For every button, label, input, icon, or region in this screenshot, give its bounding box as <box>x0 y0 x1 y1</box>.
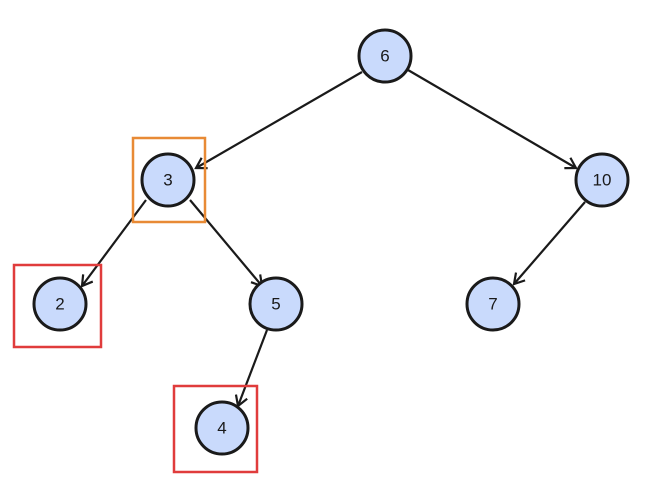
node-7-label: 7 <box>488 295 497 314</box>
node-3: 3 <box>140 152 196 208</box>
node-10-label: 10 <box>593 171 612 190</box>
edge-6-3 <box>194 71 363 170</box>
highlight-box-node-3 <box>131 136 207 224</box>
edge-10-7 <box>512 201 586 286</box>
edge-5-4 <box>234 329 269 408</box>
node-6-label: 6 <box>380 47 389 66</box>
edge-3-2 <box>80 199 147 288</box>
edge-6-10 <box>407 69 578 170</box>
highlight-box-node-4 <box>172 384 259 474</box>
edge-3-5 <box>189 199 264 288</box>
node-5: 5 <box>248 276 304 332</box>
node-3-label: 3 <box>163 171 172 190</box>
node-2-label: 2 <box>55 295 64 314</box>
highlight-box-node-2 <box>12 263 103 349</box>
node-4-label: 4 <box>217 419 226 438</box>
node-10: 10 <box>574 152 630 208</box>
node-4: 4 <box>194 400 250 456</box>
node-7: 7 <box>465 276 521 332</box>
node-5-label: 5 <box>271 295 280 314</box>
node-6: 6 <box>357 28 413 84</box>
node-2: 2 <box>32 276 88 332</box>
